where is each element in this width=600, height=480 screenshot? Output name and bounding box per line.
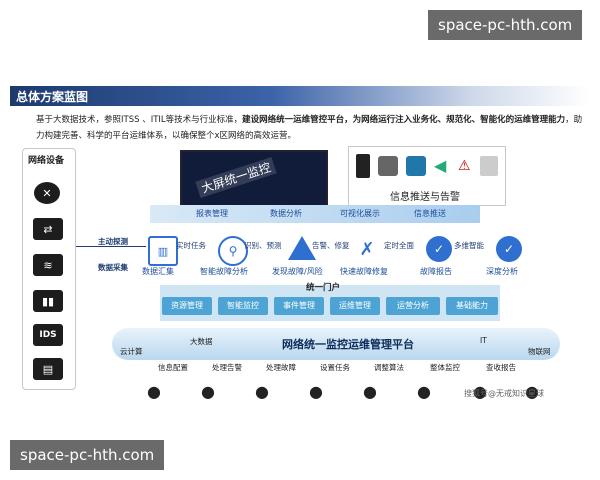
role-task: 设置任务: [320, 363, 350, 372]
source-note: 搜狐号@无戒知识星球: [464, 389, 544, 398]
ids-label: IDS: [39, 330, 57, 340]
role-report: 查收报告: [486, 363, 516, 372]
module-event: 事件管理: [274, 297, 324, 315]
connector-alert: 告警、修复: [312, 241, 350, 250]
big-screen-monitor: 大屏统一监控: [180, 150, 328, 214]
alarm-icon: ⚠: [458, 158, 471, 174]
big-screen-label: 大屏统一监控: [195, 157, 277, 198]
magnifier-icon: ⚲: [218, 236, 248, 266]
module-monitor: 智能监控: [218, 297, 268, 315]
role-alert: 处理告警: [212, 363, 242, 372]
platform-iot: 物联网: [528, 347, 551, 356]
app-icon: [378, 156, 398, 176]
person-icon: ●: [309, 382, 323, 401]
watermark-top: space-pc-hth.com: [428, 10, 583, 40]
connector-realtime: 实时任务: [176, 241, 206, 250]
arrow-label-visual: 可视化展示: [340, 209, 380, 218]
role-config: 信息配置: [158, 363, 188, 372]
platform-it: IT: [480, 336, 487, 345]
megaphone-icon: ◀: [434, 156, 447, 175]
person-icon: ●: [255, 382, 269, 401]
chart-icon: ▥: [148, 236, 178, 266]
portal-title: 统一门户: [306, 283, 341, 293]
person-icon: ●: [363, 382, 377, 401]
step-collect: 数据汇集: [142, 267, 174, 276]
device-panel-title: 网络设备: [28, 156, 65, 166]
computer-icon: [480, 156, 498, 176]
firewall-icon: ▤: [33, 358, 63, 380]
intro-text: 基于大数据技术，参照ITSS 、ITIL等技术与行业标准，建设网络统一运维管控平…: [36, 112, 584, 144]
upstream-arrow-band: [150, 205, 480, 223]
intro-part1: 基于大数据技术，参照ITSS 、ITIL等技术与行业标准，: [36, 115, 243, 125]
section-title-bar: 总体方案蓝图: [10, 86, 590, 106]
step-analysis: 智能故障分析: [200, 267, 248, 276]
watermark-bottom: space-pc-hth.com: [10, 440, 165, 470]
wireless-icon: ≋: [33, 254, 63, 276]
step-deep: 深度分析: [486, 267, 518, 276]
tools-icon: ✗: [354, 236, 380, 262]
intro-bold: 建设网络统一运维管控平台，为网络运行注入业务化、规范化、智能化的运维管理能力: [242, 115, 566, 125]
person-icon: ●: [417, 382, 431, 401]
server-icon: ▮▮: [33, 290, 63, 312]
step-repair: 快速故障修复: [340, 267, 388, 276]
platform-band: [112, 328, 560, 360]
person-icon: ●: [473, 382, 487, 401]
active-probe-line: [76, 246, 146, 247]
person-icon: ●: [201, 382, 215, 401]
connector-predict: 识别、预测: [244, 241, 282, 250]
module-resource: 资源管理: [162, 297, 212, 315]
step-report: 故障报告: [420, 267, 452, 276]
notification-title: 信息推送与告警: [390, 192, 460, 203]
data-collect-label: 数据采集: [98, 263, 128, 272]
role-fault: 处理故障: [266, 363, 296, 372]
connector-smart: 多维智能: [454, 241, 484, 250]
platform-bigdata: 大数据: [190, 337, 213, 346]
monitor-icon: [406, 156, 426, 176]
module-operation-analysis: 运营分析: [386, 297, 440, 315]
switch-icon: ⇄: [33, 218, 63, 240]
ids-icon: IDS: [33, 324, 63, 346]
arrow-label-analysis: 数据分析: [270, 209, 302, 218]
person-icon: ●: [147, 382, 161, 401]
check-icon-2: ✓: [496, 236, 522, 262]
platform-cloud: 云计算: [120, 347, 143, 356]
arrow-label-push: 信息推送: [414, 209, 446, 218]
step-discover: 发现故障/风险: [272, 267, 323, 276]
page-title: 总体方案蓝图: [16, 90, 89, 104]
intro-part2: ，助力构建完善、科学的平台运维体系，以确保整个x区网络的高效运营。: [36, 115, 583, 141]
person-icon: ●: [525, 382, 539, 401]
role-monitor: 整体监控: [430, 363, 460, 372]
connector-schedule: 定时全面: [384, 241, 414, 250]
router-icon: ✕: [34, 182, 60, 204]
phone-icon: [356, 154, 370, 178]
check-icon: ✓: [426, 236, 452, 262]
arrow-label-report: 报表管理: [196, 209, 228, 218]
warning-icon: [288, 236, 316, 260]
module-basic: 基础能力: [446, 297, 498, 315]
role-algorithm: 调整算法: [374, 363, 404, 372]
active-probe-label: 主动探测: [98, 237, 128, 246]
module-ops: 运维管理: [330, 297, 380, 315]
platform-title: 网络统一监控运维管理平台: [282, 338, 414, 351]
